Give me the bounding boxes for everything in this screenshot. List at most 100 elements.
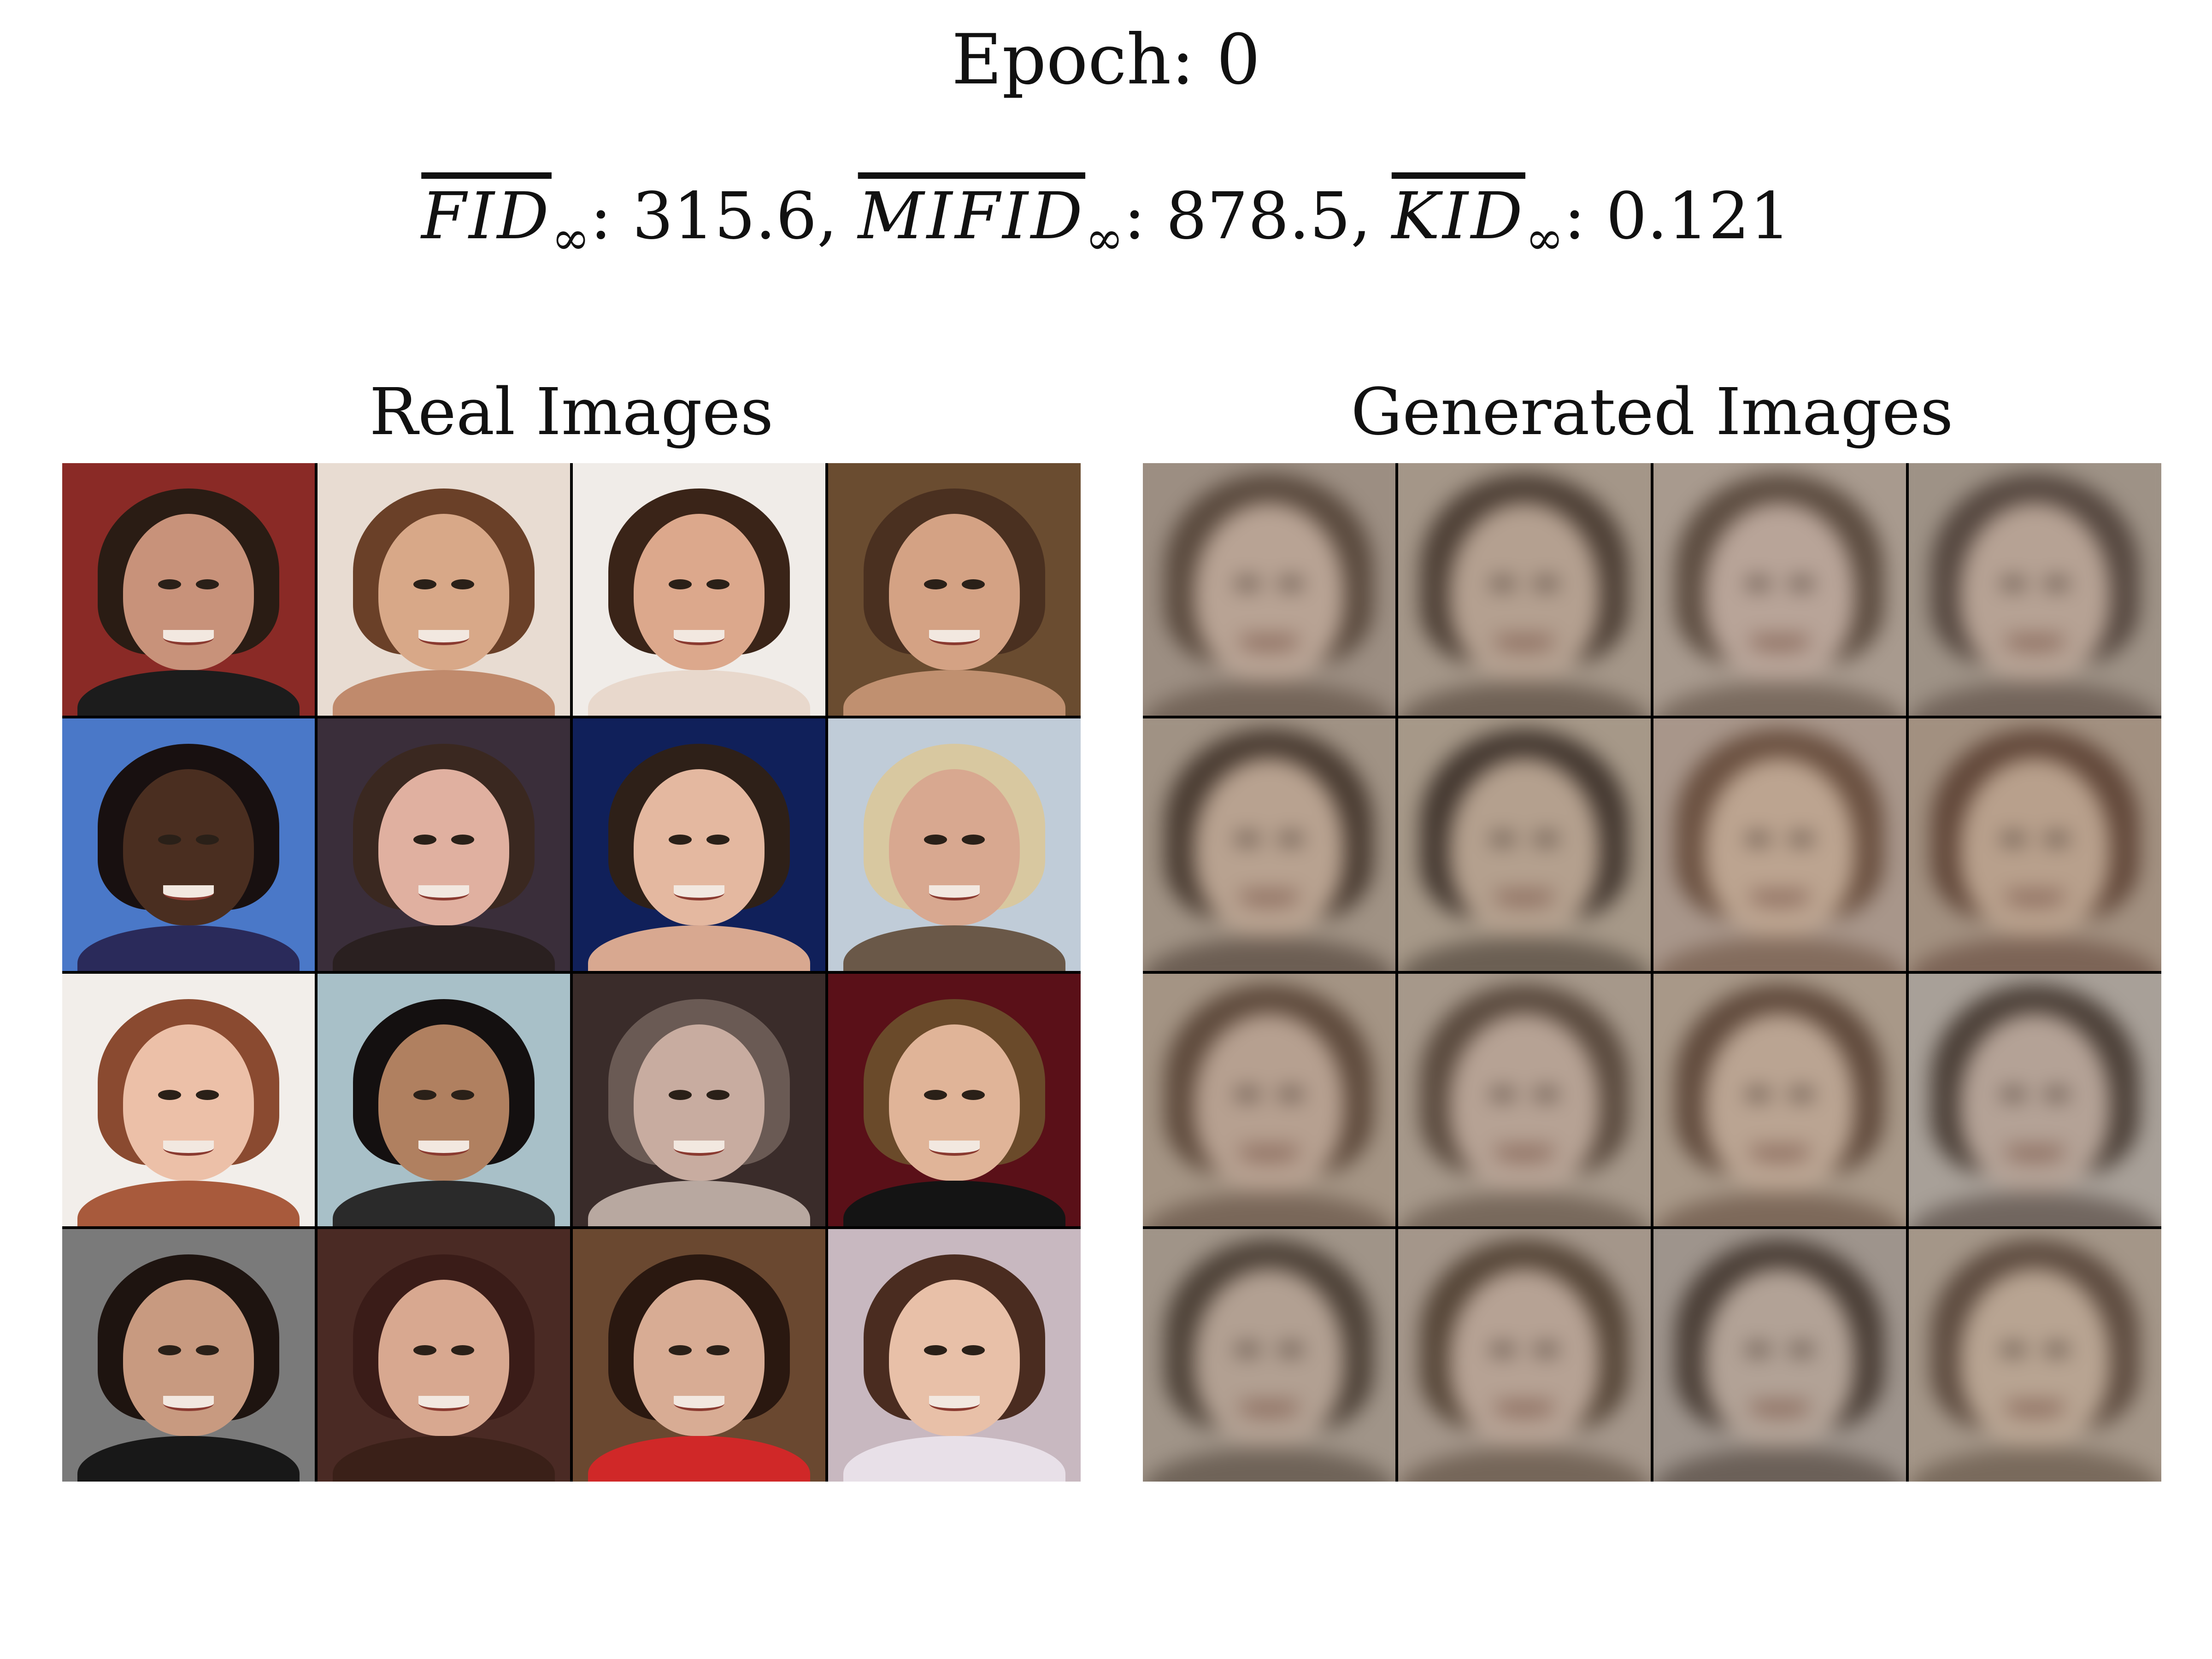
generated-face-blur	[1143, 463, 1395, 716]
face-mouth	[1495, 1146, 1553, 1161]
epoch-title: Epoch: 0	[951, 20, 1261, 100]
face-shoulders	[843, 670, 1066, 716]
face-eye-right	[1533, 1088, 1559, 1100]
real-face-image	[62, 718, 315, 971]
face-skin	[1194, 1268, 1345, 1448]
face-mouth	[1240, 1401, 1298, 1416]
face-eye-left	[1745, 1088, 1771, 1100]
face-shoulders	[77, 1181, 300, 1226]
face-eye-left	[1489, 1343, 1516, 1355]
face-mouth	[2006, 891, 2064, 906]
generated-face-blur	[1398, 974, 1651, 1226]
face-shoulders	[843, 1436, 1066, 1482]
face-mouth	[1751, 1146, 1809, 1161]
face-mouth	[163, 629, 214, 646]
face-shoulders	[1398, 1447, 1651, 1482]
face-eye-left	[1234, 1343, 1261, 1355]
generated-face-image	[1653, 974, 1906, 1226]
face-eye-right	[962, 1345, 985, 1355]
face-eye-left	[413, 1345, 436, 1355]
face-skin	[123, 1279, 254, 1436]
real-face-image	[318, 463, 570, 716]
generated-face-image	[1398, 1229, 1651, 1482]
face-eye-right	[196, 1090, 219, 1100]
face-eye-left	[1745, 833, 1771, 845]
face-shoulders	[1653, 1447, 1906, 1482]
face-eye-left	[1234, 1088, 1261, 1100]
face-eye-right	[2043, 1088, 2070, 1100]
real-face-image	[828, 463, 1081, 716]
real-face-image	[573, 463, 825, 716]
generated-face-image	[1398, 463, 1651, 716]
face-shoulders	[332, 670, 555, 716]
face-skin	[888, 513, 1020, 671]
face-shoulders	[332, 1436, 555, 1482]
generated-face-blur	[1909, 718, 2161, 971]
face-skin	[1449, 1268, 1600, 1448]
face-mouth	[1751, 891, 1809, 906]
face-eye-left	[924, 1090, 947, 1100]
face-shoulders	[1398, 937, 1651, 971]
face-eye-left	[158, 579, 181, 589]
real-face-image	[573, 1229, 825, 1482]
face-shoulders	[588, 925, 811, 971]
generated-face-image	[1398, 974, 1651, 1226]
face-mouth	[163, 885, 214, 901]
kid-label: KID	[1391, 179, 1525, 254]
face-eye-right	[196, 1345, 219, 1355]
face-shoulders	[843, 1181, 1066, 1226]
face-skin	[1704, 758, 1855, 937]
face-shoulders	[1653, 937, 1906, 971]
face-eye-left	[1489, 577, 1516, 589]
face-mouth	[418, 629, 469, 646]
face-eye-right	[706, 1345, 729, 1355]
face-eye-right	[196, 835, 219, 845]
generated-face-blur	[1653, 974, 1906, 1226]
face-shoulders	[77, 670, 300, 716]
generated-face-image	[1143, 718, 1395, 971]
face-skin	[378, 513, 510, 671]
face-eye-right	[1788, 577, 1815, 589]
face-eye-right	[706, 835, 729, 845]
real-face-image	[62, 463, 315, 716]
face-skin	[888, 1279, 1020, 1436]
generated-face-blur	[1653, 718, 1906, 971]
generated-face-blur	[1143, 1229, 1395, 1482]
face-eye-left	[1745, 577, 1771, 589]
generated-images-grid	[1143, 463, 2161, 1482]
face-eye-left	[1489, 833, 1516, 845]
face-eye-right	[451, 1090, 474, 1100]
generated-face-image	[1398, 718, 1651, 971]
generated-face-blur	[1143, 974, 1395, 1226]
generated-face-blur	[1909, 974, 2161, 1226]
fid-subscript: ∞	[551, 211, 590, 265]
face-eye-left	[2000, 1088, 2027, 1100]
generated-face-blur	[1398, 718, 1651, 971]
face-skin	[123, 1024, 254, 1181]
face-shoulders	[1909, 1192, 2161, 1226]
face-eye-right	[2043, 577, 2070, 589]
generated-face-blur	[1653, 463, 1906, 716]
real-face-image	[318, 974, 570, 1226]
real-face-image	[318, 718, 570, 971]
face-mouth	[929, 629, 980, 646]
face-eye-left	[413, 579, 436, 589]
face-shoulders	[77, 1436, 300, 1482]
real-images-grid	[62, 463, 1081, 1482]
mifid-label: MIFID	[858, 179, 1086, 254]
face-eye-left	[413, 1090, 436, 1100]
fid-label: FID	[421, 179, 552, 254]
face-mouth	[674, 629, 724, 646]
face-mouth	[929, 1140, 980, 1156]
face-shoulders	[332, 1181, 555, 1226]
face-eye-left	[2000, 833, 2027, 845]
generated-face-image	[1909, 974, 2161, 1226]
face-mouth	[163, 1395, 214, 1412]
face-eye-right	[962, 1090, 985, 1100]
face-skin	[378, 1024, 510, 1181]
face-eye-left	[669, 579, 692, 589]
face-skin	[888, 1024, 1020, 1181]
face-skin	[1449, 758, 1600, 937]
face-mouth	[929, 885, 980, 901]
face-eye-right	[1277, 833, 1304, 845]
